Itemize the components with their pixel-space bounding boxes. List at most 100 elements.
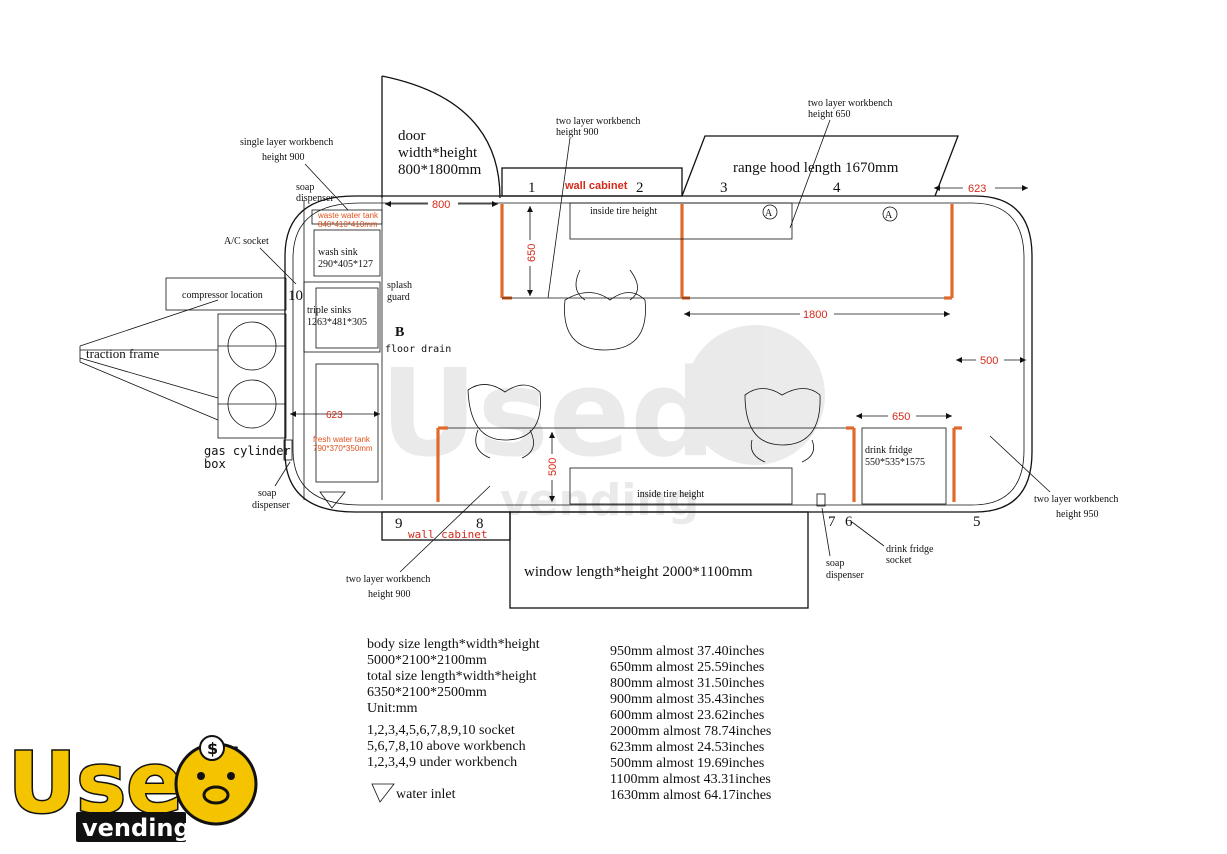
wall-cabinet-top-label: wall cabinet — [564, 180, 628, 192]
door-wh-label: width*height — [398, 145, 478, 161]
socket-info-3: 1,2,3,4,9 under workbench — [367, 755, 517, 770]
socket-7: 7 — [828, 514, 836, 530]
socket-10: 10 — [288, 288, 303, 304]
single-layer-l2: height 900 — [262, 152, 305, 163]
triple-sinks-l1: triple sinks — [307, 305, 351, 316]
drink-socket-l2: socket — [886, 555, 912, 566]
ac-socket-label: A/C socket — [224, 236, 269, 247]
soap-bottom-l2: dispenser — [826, 570, 864, 581]
socket-info-1: 1,2,3,4,5,6,7,8,9,10 socket — [367, 723, 515, 738]
window — [509, 511, 809, 609]
specs-block: body size length*width*height 5000*2100*… — [367, 637, 540, 803]
spec-line-5: Unit:mm — [367, 701, 418, 716]
hood-mark-2: A — [885, 210, 893, 221]
drink-fridge-l2: 550*535*1575 — [865, 457, 925, 468]
traction-frame-label: traction frame — [86, 346, 159, 361]
dim-650-vertical-label: 650 — [526, 244, 538, 262]
gas-cylinder-l1: gas cylinder — [204, 444, 291, 458]
hood-mark-1: A — [765, 208, 773, 219]
two-layer-950-l2: height 950 — [1056, 509, 1099, 520]
person-figures — [467, 269, 821, 463]
logo-dollar-sign: $ — [207, 739, 218, 758]
soap-left-l2: dispenser — [252, 500, 290, 511]
socket-9: 9 — [395, 516, 403, 532]
dim-650-horizontal: 650 — [856, 410, 952, 423]
dim-623-right-label: 623 — [968, 183, 986, 195]
spec-line-4: 6350*2100*2500mm — [367, 685, 487, 700]
drink-fridge-l1: drink fridge — [865, 445, 913, 456]
water-inlet-label: water inlet — [396, 787, 456, 802]
conversion-9: 1100mm almost 43.31inches — [610, 772, 771, 787]
inside-tire-top — [569, 202, 793, 240]
socket-2: 2 — [636, 180, 644, 196]
socket-6: 6 — [845, 514, 853, 530]
conversion-7: 623mm almost 24.53inches — [610, 740, 764, 755]
dim-1800: 1800 — [684, 308, 950, 321]
dim-623-left: 623 — [290, 410, 380, 421]
range-hood — [681, 135, 959, 197]
dim-500-vertical: 500 — [545, 432, 559, 502]
dim-500-vertical-label: 500 — [547, 458, 559, 476]
range-hood-label: range hood length 1670mm — [733, 160, 899, 176]
splash-guard-l2: guard — [387, 292, 410, 303]
conversion-4: 900mm almost 35.43inches — [610, 692, 764, 707]
dim-500-right: 500 — [956, 354, 1026, 367]
logo-word-vending: vending — [82, 814, 191, 842]
socket-4: 4 — [833, 180, 841, 196]
triple-sinks-l2: 1263*481*305 — [307, 317, 367, 328]
socket-1: 1 — [528, 180, 536, 196]
two-layer-650-l2: height 650 — [808, 109, 851, 120]
two-layer-900-bottom-l1: two layer workbench — [346, 574, 430, 585]
drink-socket-l1: drink fridge — [886, 544, 934, 555]
spec-line-2: 5000*2100*2100mm — [367, 653, 487, 668]
fresh-tank-l2: 790*370*350mm — [313, 444, 373, 453]
window-label: window length*height 2000*1100mm — [524, 564, 753, 580]
wash-sink-l2: 290*405*127 — [318, 259, 373, 270]
two-layer-950-l1: two layer workbench — [1034, 494, 1118, 505]
trailer-body-inner — [292, 202, 1025, 506]
two-layer-900-top-l1: two layer workbench — [556, 116, 640, 127]
inside-tire-top-label: inside tire height — [590, 206, 657, 217]
two-layer-900-top-l2: height 900 — [556, 127, 599, 138]
soap-left-l1: soap — [258, 488, 276, 499]
top-workbench: inside tire height A A — [500, 202, 954, 300]
conversion-6: 2000mm almost 78.74inches — [610, 724, 771, 739]
logo-dollar-coin — [199, 735, 225, 761]
bottom-workbench: inside tire height drink fridge 550*535*… — [436, 426, 962, 507]
socket-5: 5 — [973, 514, 981, 530]
splash-guard-l1: splash — [387, 280, 412, 291]
door-size-label: 800*1800mm — [398, 162, 482, 178]
waste-tank-l1: waste water tank — [317, 211, 379, 220]
two-layer-650-l1: two layer workbench — [808, 98, 892, 109]
trailer-body-outline — [284, 195, 1033, 513]
gas-cylinder-l2: box — [204, 457, 226, 471]
waste-tank-l2: 840*410*410mm — [318, 220, 378, 229]
fresh-tank-l1: fresh water tank — [313, 435, 371, 444]
traction-frame: traction frame — [79, 299, 219, 421]
conversion-2: 650mm almost 25.59inches — [610, 660, 764, 675]
soap-top-l1: soap — [296, 182, 314, 193]
wall-cabinet-top — [501, 167, 683, 197]
dim-650-vertical: 650 — [523, 206, 538, 296]
inside-tire-bottom — [569, 467, 793, 505]
compressor-box — [165, 277, 287, 311]
dim-500-right-label: 500 — [980, 355, 998, 367]
floor-drain-label: floor drain — [385, 344, 451, 355]
dim-623-left-label: 623 — [326, 410, 343, 421]
socket-info-2: 5,6,7,8,10 above workbench — [367, 739, 526, 754]
wall-cabinet-bottom-label: wall cabinet — [408, 528, 487, 541]
compressor-label: compressor location — [182, 290, 263, 301]
spec-line-3: total size length*width*height — [367, 669, 537, 684]
dim-800-label: 800 — [432, 199, 450, 211]
dim-800: 800 — [385, 198, 498, 211]
wash-sink-l1: wash sink — [318, 247, 358, 258]
soap-top-l2: dispenser — [296, 193, 334, 204]
door-label: door — [398, 128, 426, 144]
conversion-1: 950mm almost 37.40inches — [610, 644, 764, 659]
inside-tire-bottom-label: inside tire height — [637, 489, 704, 500]
used-vending-logo: Used vending $ — [7, 733, 258, 842]
b-mark: B — [395, 325, 404, 340]
dim-623-right: 623 — [934, 182, 1028, 195]
water-inlet-icon — [371, 783, 395, 803]
